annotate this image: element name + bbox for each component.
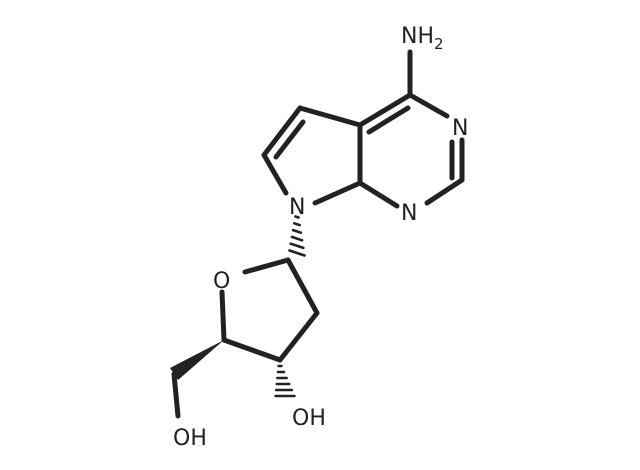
hydroxyl-3-label: OH (292, 406, 326, 431)
bond-c4-n3 (407, 92, 450, 119)
bond-c2-n1 (424, 177, 465, 206)
bond-n7-c7a (312, 180, 363, 206)
bond-c3a-c5 (297, 105, 363, 128)
bond-c5-c6-inner (273, 119, 306, 160)
bond-c5-c6 (261, 105, 303, 158)
bond-c3a-c4-inner (366, 105, 411, 135)
bond-c2prime-c3prime (277, 310, 320, 363)
bond-c6-n7 (261, 152, 289, 196)
bond-c1prime-c2prime (285, 257, 320, 316)
hashed-bond-n7-c1prime (288, 215, 306, 257)
amine-label: NH2 (401, 24, 444, 53)
bond-o4prime-c4prime (219, 289, 227, 343)
wedge-bond-c4prime-c5prime (170, 340, 224, 380)
bond-c1prime-o4prime (242, 257, 291, 275)
n7-label: N (289, 195, 305, 220)
n3-label: N (452, 116, 468, 141)
ring-oxygen-label: O (213, 269, 230, 294)
bond-c3a-c4 (357, 92, 413, 128)
n1-label: N (401, 201, 417, 226)
bond-c5prime-oh (171, 371, 181, 419)
hydroxyl-5-label: OH (173, 426, 207, 451)
hashed-bond-c3prime-oh (274, 364, 296, 398)
bond-n1-c7a (357, 180, 400, 209)
bond-c3prime-c4prime (221, 337, 283, 363)
